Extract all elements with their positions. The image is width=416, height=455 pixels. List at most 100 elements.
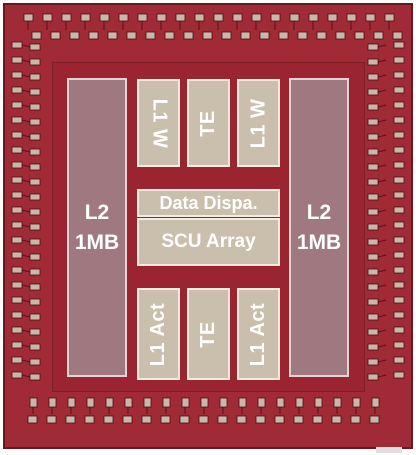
io-pad [392,31,403,40]
io-pad [29,313,41,321]
pad-wire [377,224,387,228]
io-pad [295,397,304,408]
io-pad [373,31,384,40]
io-pad [367,223,379,231]
io-pad [84,415,95,424]
io-pad [143,397,152,408]
io-pad [393,131,405,139]
pad-wire [21,224,31,228]
pad-wire [377,344,387,348]
io-pad [369,415,380,424]
io-pad [99,13,110,22]
io-pad [67,397,76,408]
io-pad [257,397,266,408]
io-pad [29,133,41,141]
io-pad [371,397,380,408]
io-pad [354,31,365,40]
io-pad [393,326,405,334]
io-pad [118,13,129,22]
io-pad [393,116,405,124]
io-pad [141,415,152,424]
io-pad [50,31,61,40]
io-pad [232,13,243,22]
tensor-engine-bottom: TE [187,288,230,380]
pad-wire [377,179,387,183]
io-pad [259,31,270,40]
io-pad [11,221,23,229]
tensor-engine-bottom-label: TE [197,320,219,348]
pad-wire [377,374,387,378]
pad-wire [21,254,31,258]
io-pad [393,56,405,64]
io-pad [314,397,323,408]
io-pad [11,296,23,304]
pad-wire [377,59,387,63]
io-pad [293,415,304,424]
io-pad [46,415,57,424]
pad-wire [377,44,387,48]
pad-wire [377,134,387,138]
pad-wire [21,44,31,48]
io-pad [393,356,405,364]
io-pad [393,266,405,274]
data-dispatcher-label: Data Dispa. [159,192,258,213]
io-pad [393,281,405,289]
io-pad [393,311,405,319]
pad-wire [21,149,31,153]
pad-wire [21,89,31,93]
io-pad [367,73,379,81]
io-pad [367,193,379,201]
io-pad [11,161,23,169]
io-pad [251,13,262,22]
io-pad [393,236,405,244]
io-pad [61,13,72,22]
io-pad [393,341,405,349]
pad-wire [21,209,31,213]
io-pad [11,101,23,109]
pad-wire [21,329,31,333]
pad-wire [21,164,31,168]
io-pad [29,238,41,246]
io-pad [393,251,405,259]
io-pad [11,371,23,379]
scu-array: SCU Array [137,218,280,266]
io-pad [393,176,405,184]
io-pad [367,58,379,66]
pad-wire [377,74,387,78]
io-pad [236,415,247,424]
io-pad [29,253,41,261]
io-pad [255,415,266,424]
io-pad [11,251,23,259]
io-pad [80,13,91,22]
io-pad [393,161,405,169]
io-pad [29,283,41,291]
io-pad [29,208,41,216]
io-pad [11,71,23,79]
io-pad [238,397,247,408]
pad-wire [377,329,387,333]
io-pad [29,268,41,276]
io-pad [367,253,379,261]
io-pad [29,88,41,96]
io-pad [352,397,361,408]
io-pad [393,296,405,304]
io-pad [331,415,342,424]
io-pad [11,236,23,244]
io-pad [384,13,395,22]
pad-wire [377,239,387,243]
io-pad [29,373,41,381]
l1-weight-left-label: L1 W [148,98,170,148]
pad-wire [21,299,31,303]
l2-left-name: L2 [84,200,110,224]
io-pad [393,191,405,199]
l1-activation-right: L1 Act [237,288,280,380]
io-pad [65,415,76,424]
io-pad [367,328,379,336]
pad-wire [377,149,387,153]
pad-wire [377,299,387,303]
pad-wire [377,89,387,93]
tensor-engine-top-label: TE [197,109,219,137]
io-pad [29,223,41,231]
l2-right-name: L2 [306,200,332,224]
